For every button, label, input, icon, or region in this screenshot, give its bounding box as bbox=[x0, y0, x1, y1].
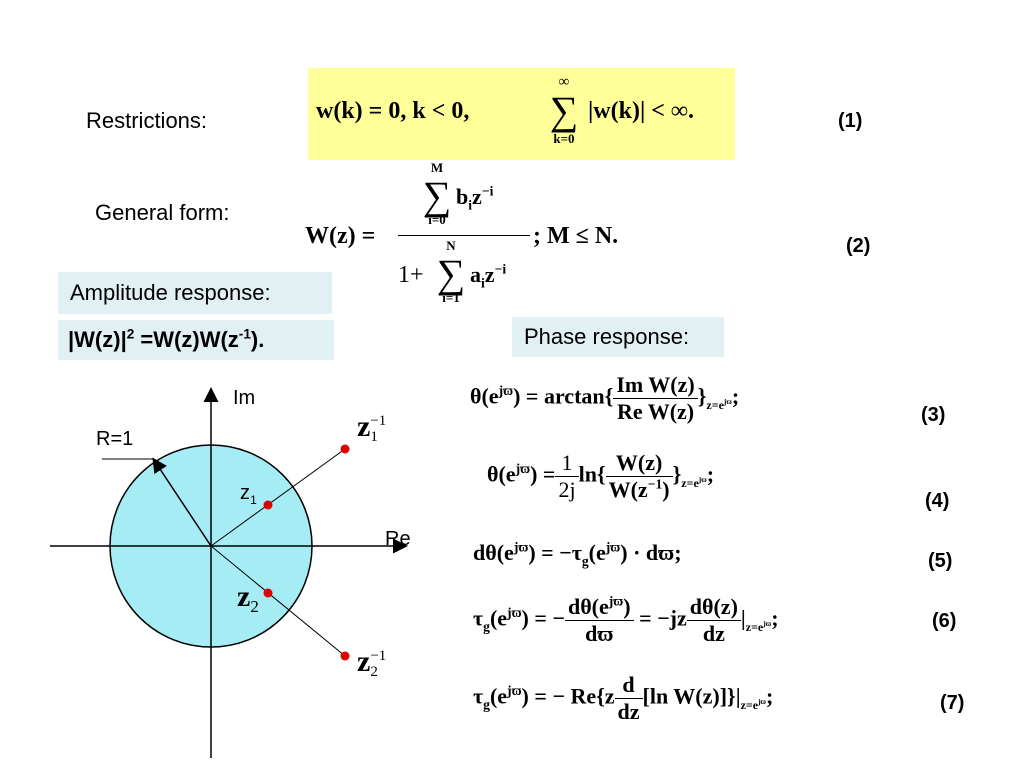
equation-5: dθ(ejϖ) = −τg(ejϖ) · dϖ; bbox=[473, 539, 682, 569]
equation-6-fraction-1: dθ(ejϖ)dϖ bbox=[564, 594, 634, 647]
equation-number-6: (6) bbox=[932, 610, 957, 632]
equation-number-4: (4) bbox=[925, 490, 950, 512]
restrictions-label: Restrictions: bbox=[86, 108, 208, 133]
equation-number-5: (5) bbox=[928, 550, 953, 572]
z1-point bbox=[263, 500, 273, 510]
z2-label: z2 bbox=[237, 580, 259, 616]
equation-number-7: (7) bbox=[940, 692, 965, 714]
restrictions-box: w(k) = 0, k < 0, ∞ ∑ k=0 |w(k)| < ∞. bbox=[308, 68, 735, 160]
denominator-upper-limit: N bbox=[446, 238, 456, 253]
amplitude-response-label: Amplitude response: bbox=[58, 272, 332, 314]
radius-arrow bbox=[152, 457, 212, 547]
sigma-icon: ∑ bbox=[422, 173, 452, 218]
denominator-expression: aiz−i bbox=[470, 261, 507, 291]
numerator-expression: biz−i bbox=[456, 183, 494, 213]
denominator-lower-limit: i=1 bbox=[442, 290, 460, 305]
equation-number-2: (2) bbox=[846, 235, 871, 257]
numerator-sum: M ∑ i=0 bbox=[420, 160, 454, 228]
sigma-icon: ∑ bbox=[549, 88, 579, 133]
equation-2-fraction: M ∑ i=0 biz−i 1+ N ∑ i=1 aiz−i bbox=[398, 160, 533, 310]
phase-response-label: Phase response: bbox=[512, 317, 724, 357]
equation-1-sum: ∞ ∑ k=0 bbox=[546, 74, 582, 147]
z2-inverse-point bbox=[340, 651, 350, 661]
equation-number-1: (1) bbox=[838, 110, 863, 132]
z2-ray bbox=[210, 545, 346, 657]
sum-lower-limit: k=0 bbox=[553, 131, 575, 146]
general-form-label: General form: bbox=[95, 200, 230, 225]
equation-1-left: w(k) = 0, k < 0, bbox=[316, 98, 470, 124]
equation-3: θ(ejϖ) = arctan{Im W(z)Re W(z)}z=ejϖ; bbox=[470, 372, 740, 425]
radius-label: R=1 bbox=[96, 428, 134, 450]
equation-2-rhs: ; M ≤ N. bbox=[533, 223, 619, 249]
imaginary-axis-label: Im bbox=[233, 387, 256, 409]
z1-inverse-point bbox=[340, 444, 350, 454]
sigma-icon: ∑ bbox=[436, 251, 466, 296]
z1-label: z1 bbox=[240, 482, 257, 507]
denominator-prefix: 1+ bbox=[398, 262, 424, 288]
z2-point bbox=[263, 588, 273, 598]
numerator-upper-limit: M bbox=[430, 160, 444, 175]
z1-ray bbox=[210, 448, 346, 547]
equation-3-fraction: Im W(z)Re W(z) bbox=[613, 372, 698, 425]
equation-1-right: |w(k)| < ∞. bbox=[588, 98, 695, 124]
equation-number-3: (3) bbox=[921, 404, 946, 426]
equation-6-fraction-2: dθ(z)dz bbox=[686, 594, 741, 647]
real-axis-label: Re bbox=[385, 528, 411, 550]
denominator-sum: N ∑ i=1 bbox=[434, 238, 468, 306]
numerator-lower-limit: i=0 bbox=[428, 212, 446, 227]
fraction-bar bbox=[398, 235, 530, 236]
unit-circle-diagram bbox=[50, 387, 408, 758]
amplitude-response-formula: |W(z)|2 =W(z)W(z-1). bbox=[58, 320, 334, 360]
sum-upper-limit: ∞ bbox=[558, 74, 570, 90]
equation-2-lhs: W(z) = bbox=[305, 223, 376, 249]
equation-4-fraction: W(z)W(z−1) bbox=[605, 450, 673, 503]
